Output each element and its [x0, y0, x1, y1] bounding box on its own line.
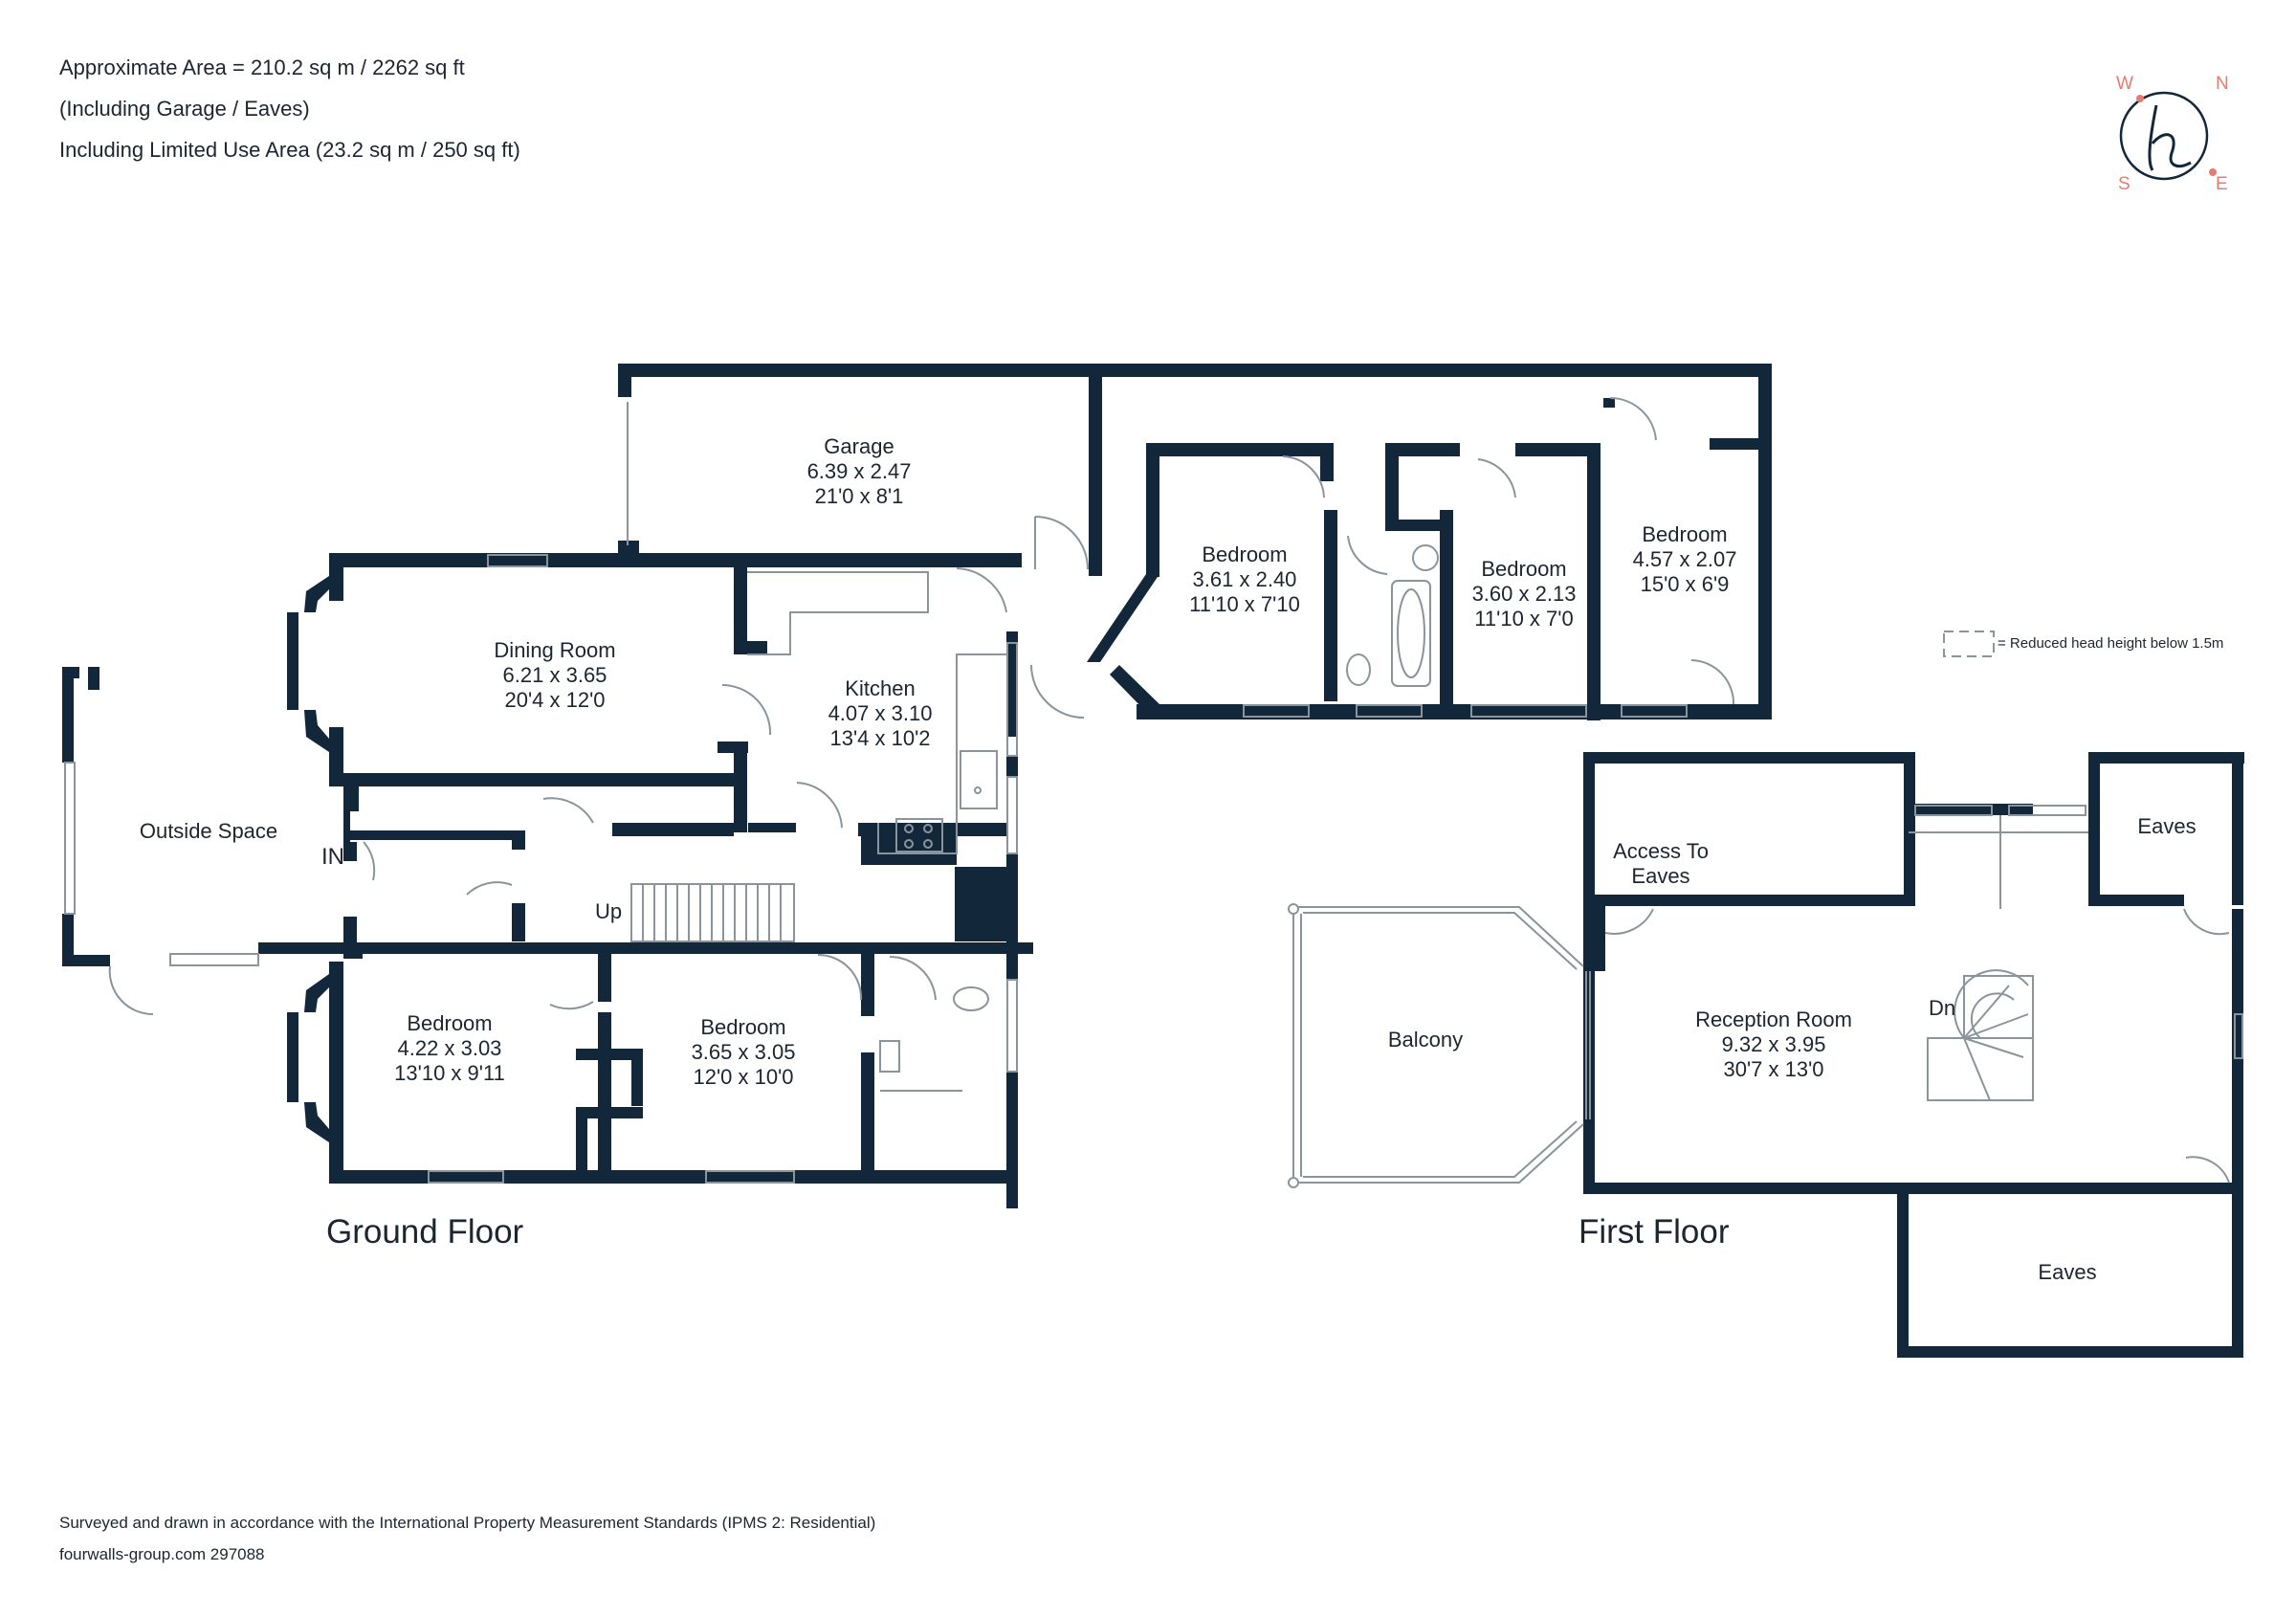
room-kitchen-metric: 4.07 x 3.10 — [828, 701, 933, 725]
stairs-up-label: Up — [595, 899, 623, 923]
room-access-to-eaves-line1: Access To — [1613, 839, 1709, 863]
room-eaves-bottom: Eaves — [2038, 1260, 2096, 1285]
room-bedroom-east-b-name: Bedroom — [1481, 557, 1567, 581]
first-floor-walls — [1583, 752, 2244, 1358]
compass-north: N — [2216, 74, 2229, 94]
room-reception-name: Reception Room — [1695, 1007, 1852, 1031]
room-reception: Reception Room 9.32 x 3.95 30'7 x 13'0 — [1695, 1007, 1852, 1082]
room-bedroom-east-b-metric: 3.60 x 2.13 — [1471, 582, 1577, 606]
room-reception-imperial: 30'7 x 13'0 — [1723, 1057, 1824, 1081]
room-bedroom-gf-west-name: Bedroom — [407, 1011, 493, 1035]
room-bedroom-east-a-metric: 3.61 x 2.40 — [1192, 567, 1297, 591]
room-balcony-name: Balcony — [1387, 1028, 1464, 1052]
room-garage-metric: 6.39 x 2.47 — [806, 459, 912, 483]
room-bedroom-gf-west-imperial: 13'10 x 9'11 — [394, 1061, 505, 1085]
room-dining-name: Dining Room — [494, 638, 616, 662]
room-outside-space-name: Outside Space — [139, 819, 278, 843]
room-access-to-eaves: Access To Eaves — [1613, 839, 1709, 889]
room-bedroom-east-c-name: Bedroom — [1642, 522, 1728, 546]
room-kitchen-imperial: 13'4 x 10'2 — [829, 726, 931, 750]
ground-floor-fittings — [64, 396, 1735, 1184]
room-garage-imperial: 21'0 x 8'1 — [814, 484, 904, 508]
room-garage-name: Garage — [824, 434, 894, 458]
room-eaves-top: Eaves — [2137, 814, 2196, 839]
limited-use-note: Including Limited Use Area (23.2 sq m / … — [59, 138, 520, 162]
room-bedroom-gf-west: Bedroom 4.22 x 3.03 13'10 x 9'11 — [394, 1011, 505, 1086]
compass-east: E — [2216, 174, 2228, 194]
survey-standard-note: Surveyed and drawn in accordance with th… — [59, 1514, 876, 1532]
room-bedroom-east-c: Bedroom 4.57 x 2.07 15'0 x 6'9 — [1633, 522, 1737, 597]
legend-reduced-head-height: = Reduced head height below 1.5m — [1998, 635, 2224, 652]
room-garage: Garage 6.39 x 2.47 21'0 x 8'1 — [807, 434, 912, 509]
room-bedroom-gf-middle-name: Bedroom — [700, 1015, 786, 1039]
room-outside-space: Outside Space — [140, 819, 277, 844]
room-balcony: Balcony — [1388, 1028, 1463, 1052]
ground-floor-title: Ground Floor — [326, 1213, 524, 1251]
room-reception-metric: 9.32 x 3.95 — [1721, 1032, 1826, 1056]
room-bedroom-east-a: Bedroom 3.61 x 2.40 11'10 x 7'10 — [1189, 542, 1300, 617]
room-access-to-eaves-line2: Eaves — [1631, 864, 1690, 888]
room-bedroom-east-c-imperial: 15'0 x 6'9 — [1640, 572, 1730, 596]
room-bedroom-east-a-name: Bedroom — [1202, 542, 1288, 566]
room-bedroom-gf-west-metric: 4.22 x 3.03 — [397, 1036, 502, 1060]
first-floor-fittings — [1288, 631, 2243, 1188]
compass-west: W — [2116, 74, 2133, 94]
room-bedroom-gf-middle-imperial: 12'0 x 10'0 — [693, 1065, 794, 1089]
area-inclusion-note: (Including Garage / Eaves) — [59, 97, 310, 121]
room-bedroom-east-c-metric: 4.57 x 2.07 — [1632, 547, 1737, 571]
stairs-down-label: Dn — [1929, 996, 1956, 1020]
room-bedroom-gf-middle: Bedroom 3.65 x 3.05 12'0 x 10'0 — [692, 1015, 796, 1090]
room-dining-imperial: 20'4 x 12'0 — [504, 688, 606, 712]
reference-id: fourwalls-group.com 297088 — [59, 1545, 265, 1563]
room-kitchen: Kitchen 4.07 x 3.10 13'4 x 10'2 — [828, 676, 933, 751]
compass-south: S — [2118, 174, 2130, 194]
room-bedroom-east-b-imperial: 11'10 x 7'0 — [1474, 607, 1574, 631]
entrance-label: IN — [321, 844, 344, 870]
room-eaves-bottom-name: Eaves — [2038, 1260, 2097, 1284]
room-dining-metric: 6.21 x 3.65 — [502, 663, 607, 687]
room-bedroom-gf-middle-metric: 3.65 x 3.05 — [691, 1040, 796, 1064]
room-bedroom-east-a-imperial: 11'10 x 7'10 — [1189, 592, 1300, 616]
first-floor-title: First Floor — [1578, 1213, 1730, 1251]
room-dining: Dining Room 6.21 x 3.65 20'4 x 12'0 — [494, 638, 615, 713]
area-summary: Approximate Area = 210.2 sq m / 2262 sq … — [59, 55, 465, 79]
compass-logo — [2119, 91, 2217, 181]
ground-floor-walls — [62, 364, 1772, 1208]
room-eaves-top-name: Eaves — [2137, 814, 2197, 838]
room-bedroom-east-b: Bedroom 3.60 x 2.13 11'10 x 7'0 — [1472, 557, 1577, 631]
room-kitchen-name: Kitchen — [845, 676, 916, 700]
